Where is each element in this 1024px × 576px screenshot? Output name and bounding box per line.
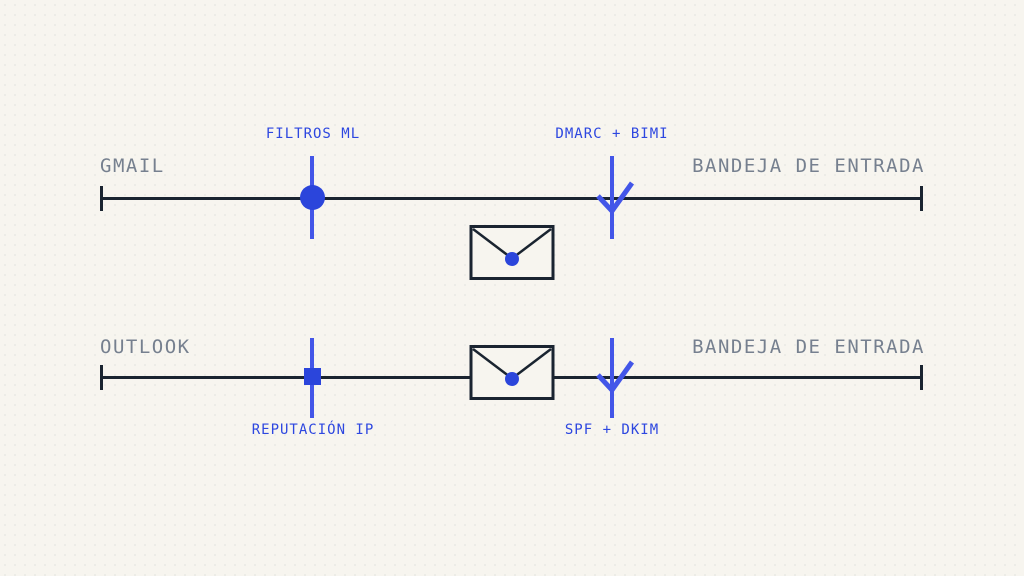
gmail-line-end-tick (920, 186, 923, 211)
reputacion-ip-square-marker (304, 368, 321, 385)
gmail-inbox-label: BANDEJA DE ENTRADA (692, 155, 925, 177)
gmail-source-label: GMAIL (100, 155, 165, 177)
outlook-line-end-tick (920, 365, 923, 390)
spf-dkim-label: SPF + DKIM (564, 422, 660, 438)
reputacion-ip-label: REPUTACIÓN IP (251, 422, 375, 438)
spf-dkim-stem (610, 338, 614, 418)
filtros-ml-label: FILTROS ML (265, 126, 361, 142)
envelope-seal-dot (505, 252, 519, 266)
dmarc-bimi-stem (610, 156, 614, 239)
gmail-line-start-tick (100, 186, 103, 211)
envelope-seal-dot (505, 372, 519, 386)
outlook-source-label: OUTLOOK (100, 336, 191, 358)
spf-dkim-check-icon (596, 360, 635, 394)
email-envelope-icon (469, 225, 555, 280)
email-envelope-icon (469, 345, 555, 400)
outlook-line-start-tick (100, 365, 103, 390)
dmarc-bimi-label: DMARC + BIMI (555, 126, 669, 142)
check-stroke (596, 360, 635, 394)
dmarc-bimi-check-icon (596, 181, 635, 215)
gmail-timeline-line (101, 197, 922, 200)
check-stroke (596, 181, 635, 215)
outlook-inbox-label: BANDEJA DE ENTRADA (692, 336, 925, 358)
filtros-ml-circle-marker (300, 185, 325, 210)
